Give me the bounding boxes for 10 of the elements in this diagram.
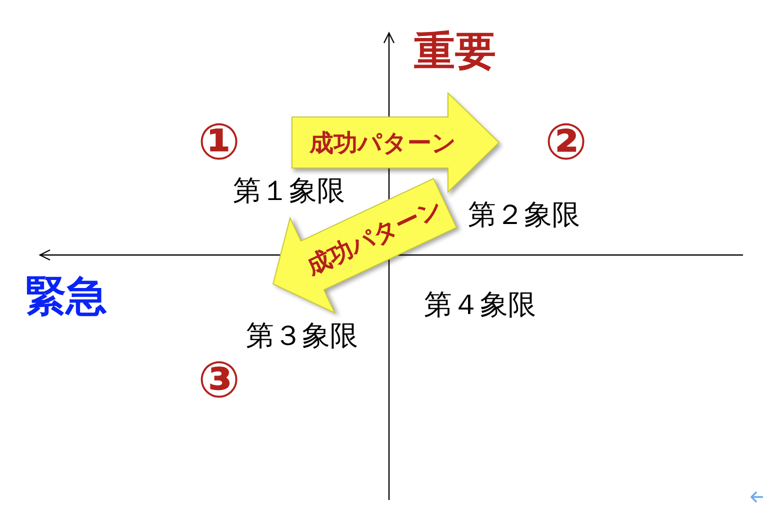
quadrant-label: 第４象限 (424, 291, 536, 319)
circled-number: ③ (198, 355, 240, 405)
quadrant-label: 第２象限 (468, 201, 580, 229)
axis-label: 緊急 (25, 276, 107, 317)
quadrant-label: 第１象限 (233, 177, 345, 205)
quadrant-label: 第３象限 (246, 322, 358, 350)
circled-number: ① (198, 117, 240, 167)
arrow-label: 成功パターン (310, 130, 456, 154)
axis-label: 重要 (414, 31, 496, 72)
circled-number: ② (544, 117, 588, 167)
